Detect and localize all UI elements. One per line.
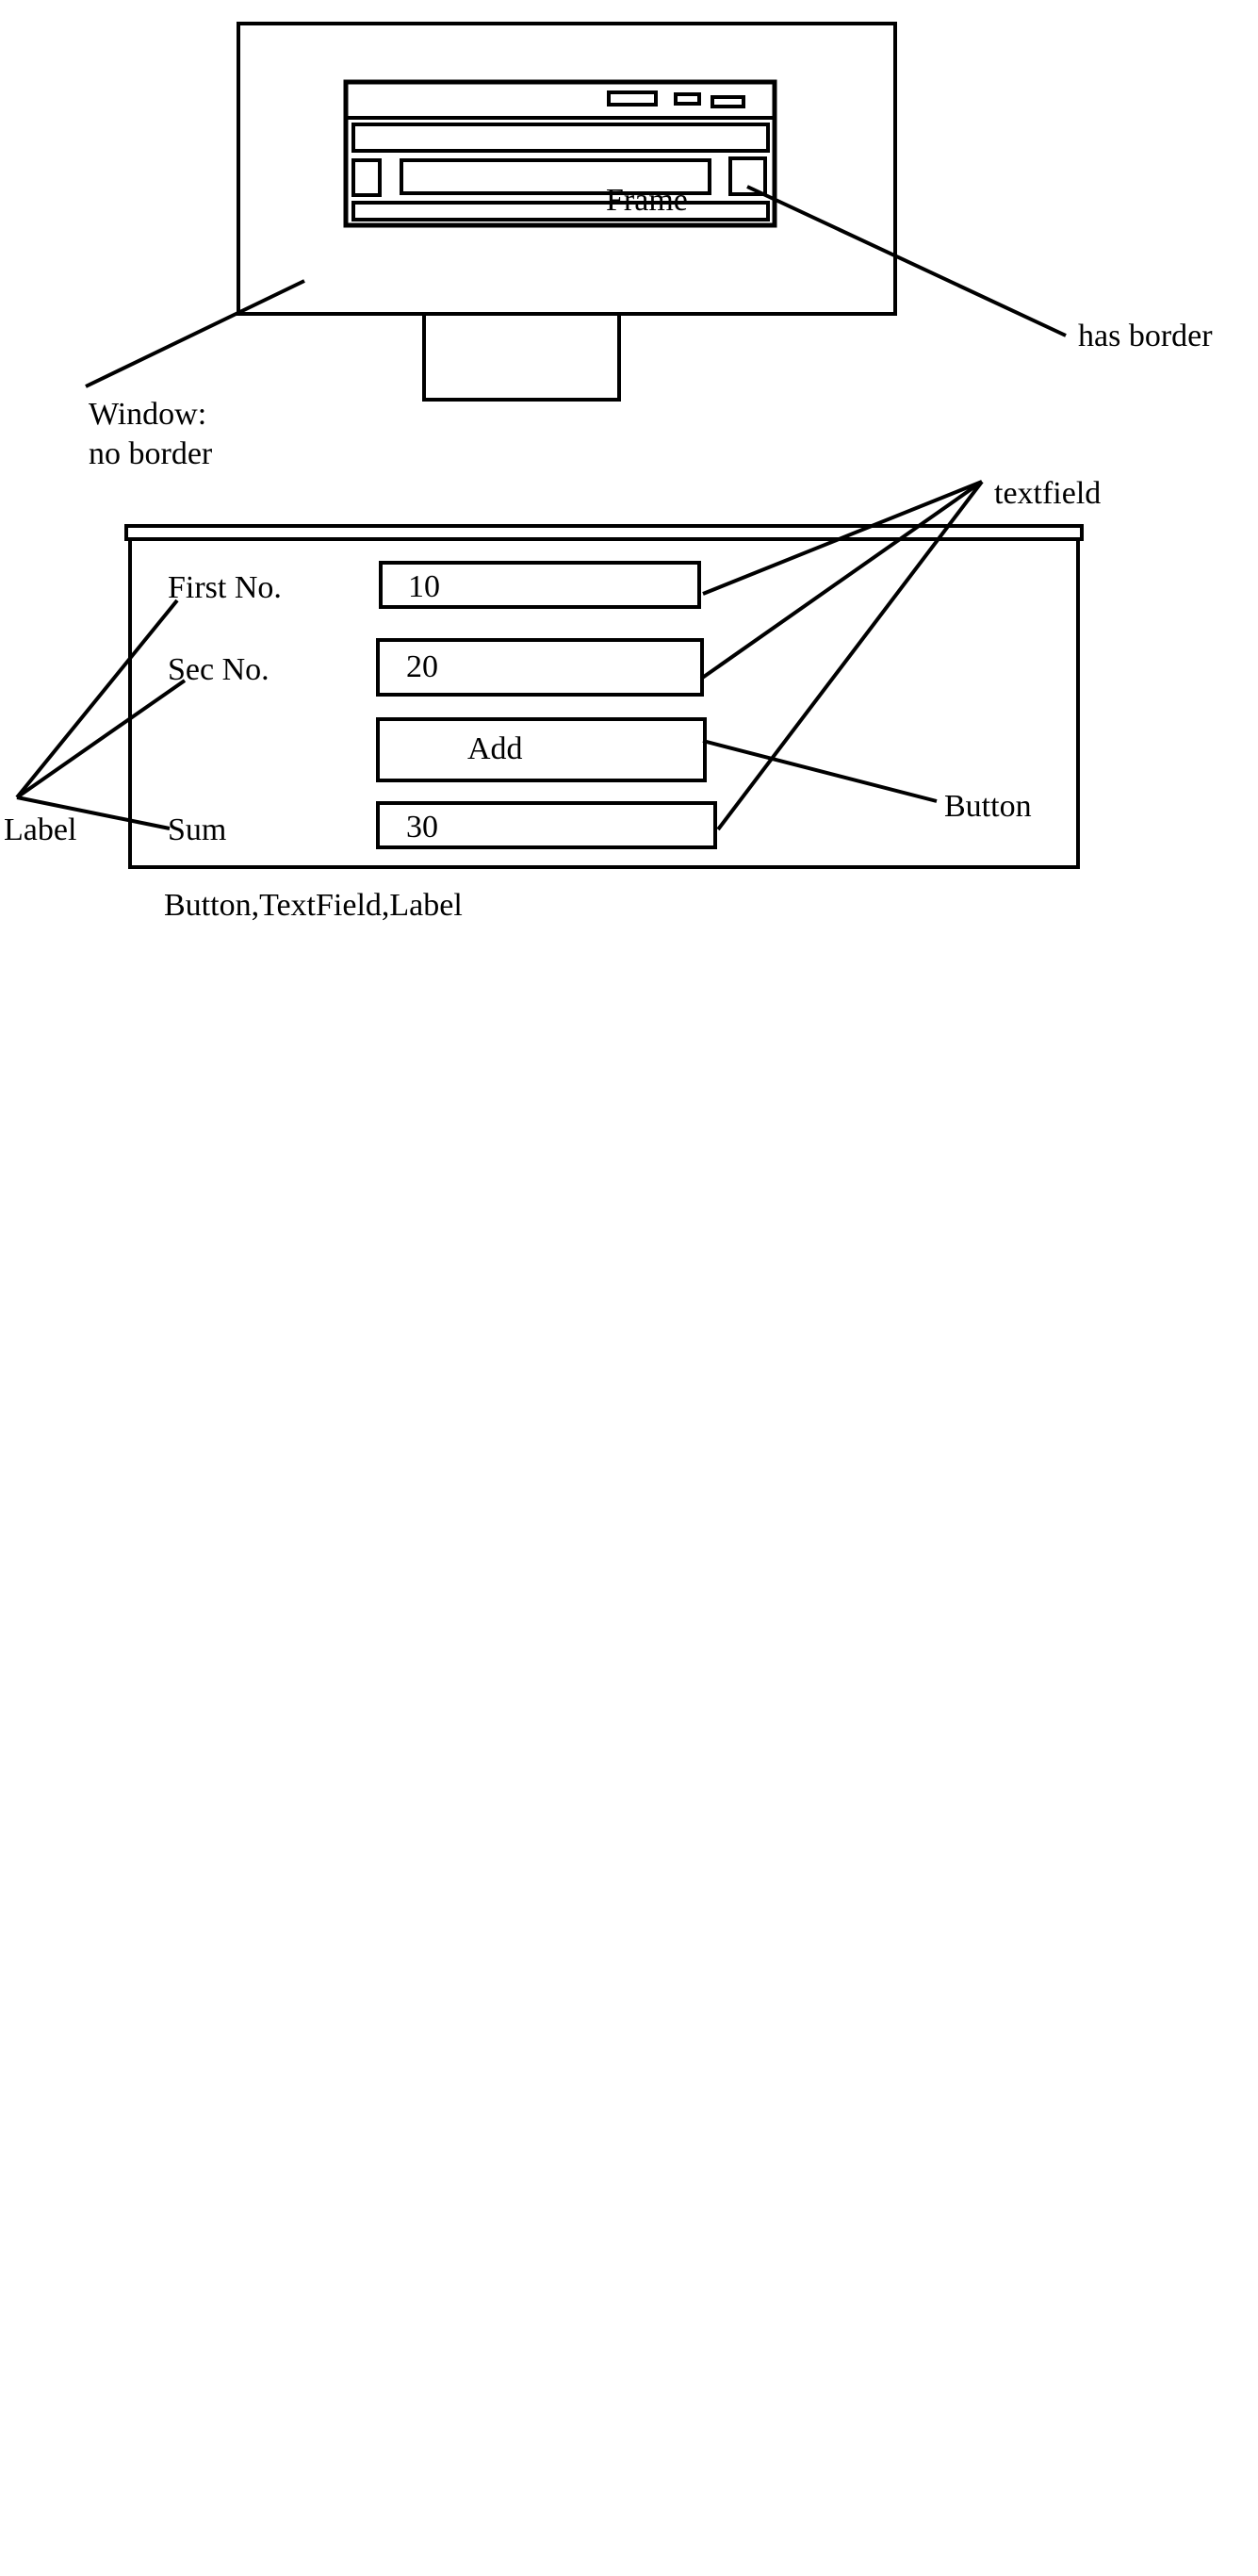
frame-menubar <box>351 123 770 153</box>
textfield-annotation: textfield <box>994 476 1101 511</box>
sec-no-field[interactable] <box>376 638 704 697</box>
form-illustration: First No. Sec No. Sum 10 20 Add 30 <box>124 524 1084 869</box>
button-leader <box>702 739 938 803</box>
monitor-stand <box>422 312 621 402</box>
sec-no-value: 20 <box>406 649 438 684</box>
has-border-leader <box>746 185 1067 337</box>
first-no-field[interactable] <box>379 561 701 609</box>
button-annotation: Button <box>944 789 1032 824</box>
frame: Frame <box>343 79 777 228</box>
first-no-label: First No. <box>168 570 282 605</box>
label-leader-1 <box>15 599 179 799</box>
frame-center-box <box>400 158 711 195</box>
frame-left-box <box>351 158 382 197</box>
caption: Button,TextField,Label <box>164 888 463 923</box>
textfield-leader-1 <box>702 480 983 596</box>
has-border-annotation: has border <box>1078 319 1213 353</box>
label-annotation: Label <box>4 812 76 847</box>
frame-maximize-icon <box>674 92 701 106</box>
annotation-leaders <box>15 480 984 831</box>
sum-value: 30 <box>406 810 438 845</box>
label-leader-2 <box>15 679 187 799</box>
add-button-label: Add <box>467 731 523 766</box>
frame-label: Frame <box>606 183 688 218</box>
frame-close-icon <box>711 95 745 108</box>
window-annotation-line1: Window: <box>89 397 206 432</box>
frame-minimize-icon <box>607 90 658 107</box>
first-no-value: 10 <box>408 569 440 604</box>
monitor-illustration: Frame has border Window: no border <box>85 22 1213 471</box>
add-button[interactable] <box>376 717 707 782</box>
sum-field[interactable] <box>376 801 717 849</box>
frame-statusbar <box>351 201 770 222</box>
textfield-leader-3 <box>716 480 984 831</box>
textfield-leader-2 <box>699 480 984 681</box>
label-leader-3 <box>16 796 171 830</box>
window-annotation-line2: no border <box>89 436 213 471</box>
sum-label: Sum <box>168 812 226 847</box>
window-leader <box>85 279 305 388</box>
